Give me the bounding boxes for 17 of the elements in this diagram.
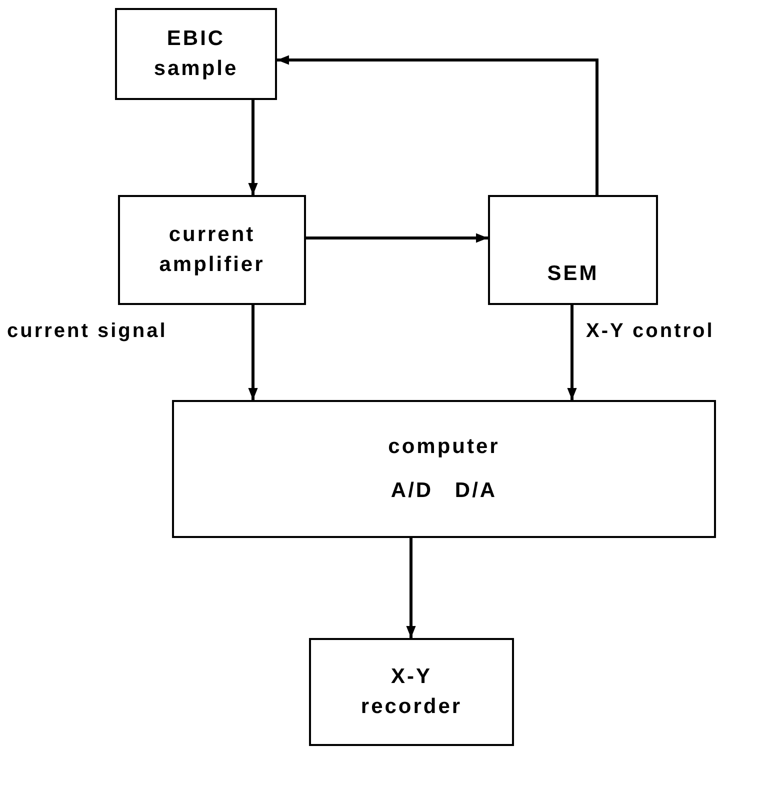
process-box bbox=[309, 638, 514, 746]
box-label: EBIC sample bbox=[154, 26, 238, 82]
arrow bbox=[406, 538, 416, 638]
process-box bbox=[488, 195, 658, 305]
arrow bbox=[306, 233, 488, 243]
box-label: SEM bbox=[547, 261, 599, 287]
arrow bbox=[567, 305, 577, 400]
box-label: A/D D/A bbox=[390, 478, 498, 504]
process-box bbox=[172, 400, 716, 538]
arrow bbox=[277, 55, 598, 195]
box-label: X-Y recorder bbox=[360, 664, 462, 720]
arrow bbox=[248, 305, 258, 400]
box-label: current amplifier bbox=[159, 222, 265, 278]
arrow bbox=[248, 100, 258, 195]
process-box bbox=[115, 8, 277, 100]
box-label: computer bbox=[388, 434, 500, 460]
process-box bbox=[118, 195, 306, 305]
